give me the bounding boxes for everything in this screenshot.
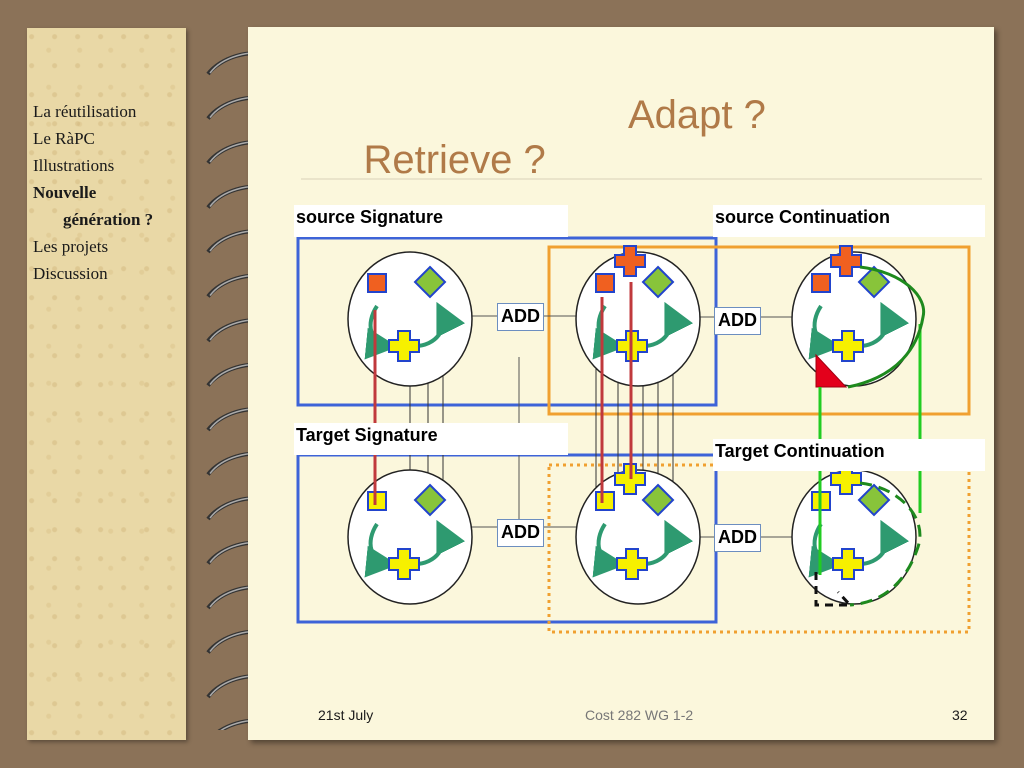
green-arrow (414, 301, 466, 348)
top-cross-node (830, 463, 862, 495)
square-node (367, 491, 387, 511)
diamond-node (641, 265, 675, 299)
add-box-1: ADD (497, 303, 544, 331)
green-arrow (808, 304, 842, 360)
square-node (811, 273, 831, 293)
green-arrow (414, 519, 466, 566)
diamond-node (857, 265, 891, 299)
black-dashed-triangle (814, 572, 854, 607)
green-arrow (858, 301, 910, 348)
title-retrieve: Retrieve ? (363, 138, 546, 182)
title-adapt: Adapt ? (628, 93, 766, 137)
diamond-node (641, 483, 675, 517)
square-node (367, 273, 387, 293)
red-triangle (815, 353, 848, 388)
top-cross-node (614, 245, 646, 277)
diamond-node (413, 265, 447, 299)
add-box-4: ADD (714, 524, 761, 552)
cross-node (388, 330, 420, 362)
green-arrow (364, 522, 398, 578)
label-target-signature: Target Signature (294, 423, 568, 455)
green-arrow (642, 301, 694, 348)
slide-title: Retrieve ? Adapt ? (319, 93, 765, 273)
label-source-continuation: source Continuation (713, 205, 985, 237)
nav-list: La réutilisation Le RàPC Illustrations N… (33, 98, 153, 287)
nav-item-projets[interactable]: Les projets (33, 237, 109, 256)
top-cross-node (830, 245, 862, 277)
footer-date: 21st July (318, 707, 374, 723)
cross-node (616, 548, 648, 580)
square-node (595, 273, 615, 293)
slide-page: Retrieve ? Adapt ? (248, 27, 994, 740)
cross-node (388, 548, 420, 580)
add-box-3: ADD (497, 519, 544, 547)
footer-page-number: 32 (952, 707, 968, 723)
node-circle (575, 469, 701, 605)
node-circle (347, 251, 473, 387)
sidebar: La réutilisation Le RàPC Illustrations N… (27, 28, 186, 740)
nav-item-discussion[interactable]: Discussion (33, 264, 108, 283)
green-arrow (592, 522, 626, 578)
square-node (595, 491, 615, 511)
footer-event: Cost 282 WG 1-2 (585, 707, 694, 723)
diamond-node (857, 483, 891, 517)
nav-item-illustrations[interactable]: Illustrations (33, 156, 115, 175)
green-dashed-curve (849, 481, 922, 607)
green-continuation-curve (847, 265, 926, 389)
nav-item-rapc[interactable]: Le RàPC (33, 129, 95, 148)
node-circle (575, 251, 701, 387)
add-box-2: ADD (714, 307, 761, 335)
label-target-continuation: Target Continuation (713, 439, 985, 471)
cross-node (832, 548, 864, 580)
diamond-node (413, 483, 447, 517)
source-continuation-box (547, 245, 971, 416)
nav-item-generation[interactable]: génération ? (63, 210, 154, 229)
nav-item-reutilisation[interactable]: La réutilisation (33, 102, 137, 121)
cross-node (832, 330, 864, 362)
green-arrow (642, 519, 694, 566)
cbr-diagram (296, 178, 982, 634)
nav-item-nouvelle[interactable]: Nouvelle (33, 183, 97, 202)
node-circle (347, 469, 473, 605)
green-arrow (858, 519, 910, 566)
label-source-signature: source Signature (294, 205, 568, 237)
